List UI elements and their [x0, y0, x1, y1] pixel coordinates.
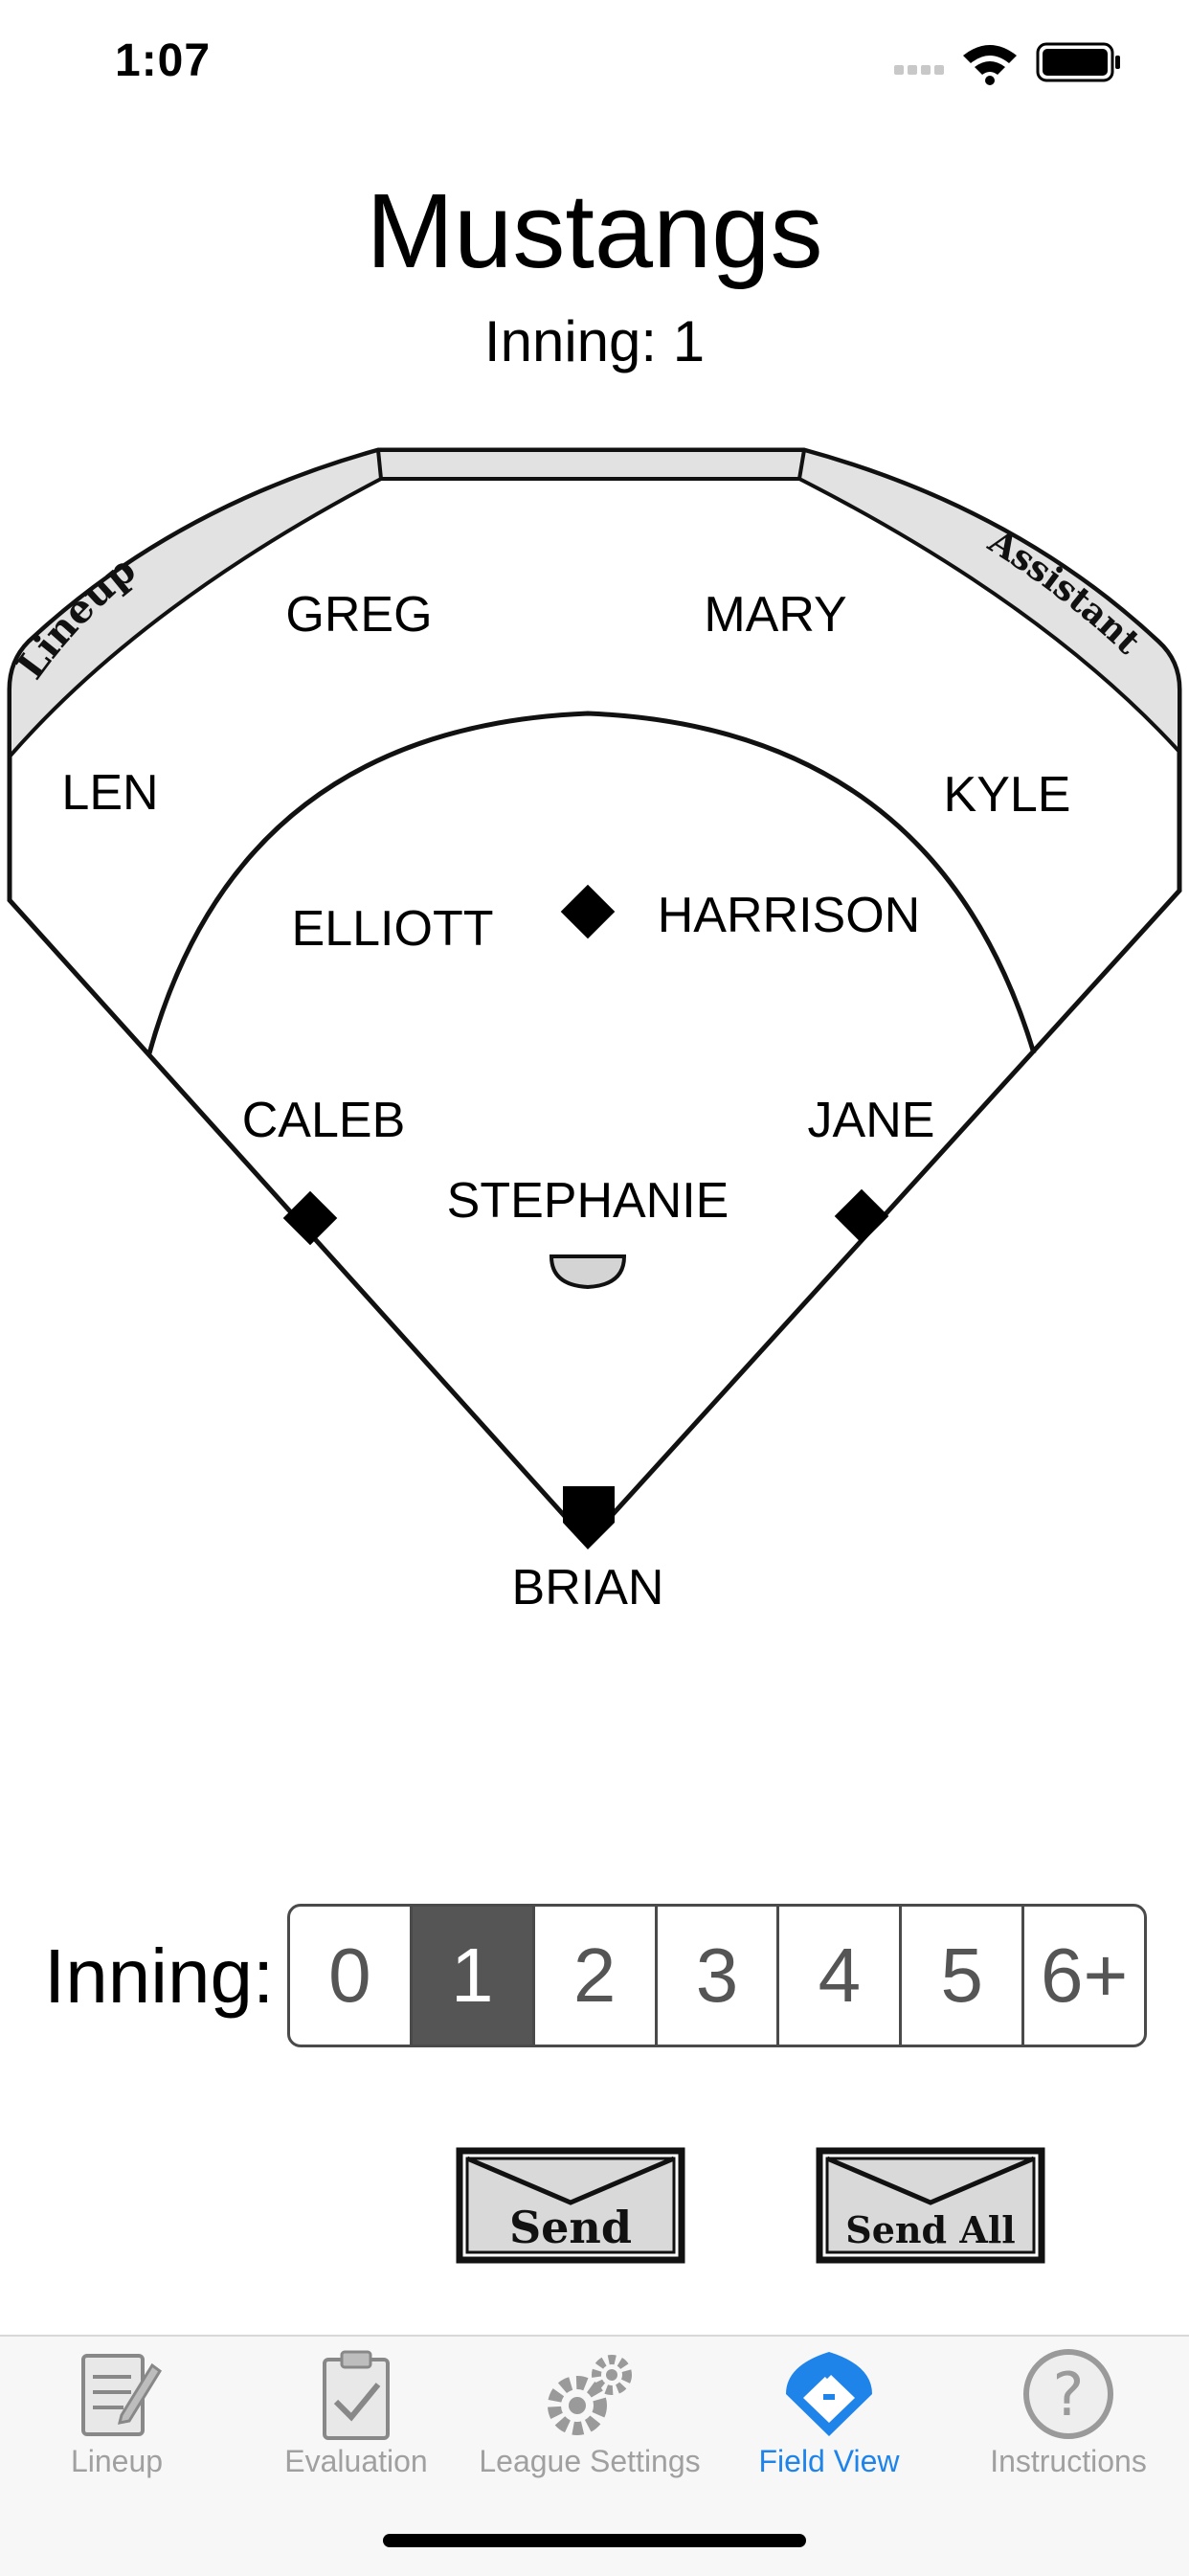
- tab-lineup[interactable]: Lineup: [0, 2346, 236, 2490]
- status-time: 1:07: [115, 35, 212, 86]
- gears-icon: [548, 2355, 632, 2435]
- player-first-base[interactable]: JANE: [807, 1093, 935, 1148]
- player-short-stop[interactable]: ELLIOTT: [291, 901, 494, 957]
- field-outline: [7, 447, 1182, 1546]
- clipboard-check-icon: [323, 2350, 390, 2440]
- inning-option-0[interactable]: 0: [290, 1907, 413, 2045]
- player-second-base[interactable]: HARRISON: [657, 888, 921, 943]
- send-all-button[interactable]: Send All: [816, 2147, 1045, 2264]
- battery-icon: [1036, 42, 1120, 82]
- tab-evaluation[interactable]: Evaluation: [236, 2346, 476, 2490]
- svg-text:Send All: Send All: [845, 2208, 1015, 2251]
- inning-subtitle: Inning: 1: [483, 309, 706, 373]
- status-icons: [894, 42, 1120, 85]
- inning-option-6plus[interactable]: 6+: [1040, 1932, 1129, 2018]
- tab-field-view[interactable]: Field View: [709, 2346, 949, 2490]
- inning-option-3[interactable]: 3: [658, 1907, 780, 2045]
- field-diagram: Lineup Assistant: [7, 447, 1182, 1549]
- envelope-icon: [466, 2156, 675, 2205]
- player-right-field[interactable]: KYLE: [943, 767, 1071, 823]
- infield-arc: [146, 711, 1037, 1054]
- cellular-signal-icon: [894, 65, 944, 75]
- team-name: Mustangs: [366, 172, 823, 290]
- first-base-icon: [834, 1188, 889, 1244]
- tab-league-settings[interactable]: League Settings: [470, 2346, 709, 2490]
- pitcher-mound-icon: [549, 1254, 627, 1290]
- inning-option-2[interactable]: 2: [535, 1907, 658, 2045]
- inning-option-4[interactable]: 4: [779, 1907, 903, 2045]
- wifi-icon: [963, 45, 1017, 85]
- player-pitcher[interactable]: STEPHANIE: [446, 1173, 729, 1229]
- player-left-field-center[interactable]: GREG: [285, 587, 433, 643]
- home-plate-icon: [563, 1486, 615, 1549]
- svg-text:?: ?: [1053, 2360, 1085, 2429]
- send-button[interactable]: Send: [456, 2147, 685, 2264]
- baseball-field: Lineup Assistant GREG MARY LEN KYLE ELLI…: [0, 421, 1189, 1616]
- inning-option-1[interactable]: 1: [412, 1907, 535, 2045]
- home-indicator: [383, 2534, 806, 2547]
- player-left-field[interactable]: LEN: [61, 765, 159, 821]
- player-third-base[interactable]: CALEB: [241, 1093, 406, 1148]
- baseball-diamond-icon: [786, 2352, 872, 2436]
- question-mark-icon: ?: [1023, 2349, 1113, 2439]
- inning-selector-label: Inning:: [44, 1933, 275, 2019]
- inning-option-5[interactable]: 5: [902, 1907, 1025, 2045]
- envelope-icon: [826, 2156, 1035, 2205]
- player-right-field-center[interactable]: MARY: [704, 587, 847, 643]
- inning-segmented-control[interactable]: 0 1 2 3 4 5 6+: [287, 1904, 1147, 2047]
- notepad-pencil-icon: [81, 2354, 162, 2436]
- svg-text:Send: Send: [509, 2202, 632, 2253]
- third-base-icon: [282, 1190, 338, 1246]
- outfield-wall: [8, 448, 1181, 762]
- player-catcher[interactable]: BRIAN: [511, 1560, 664, 1616]
- tab-instructions[interactable]: ? Instructions: [949, 2346, 1188, 2490]
